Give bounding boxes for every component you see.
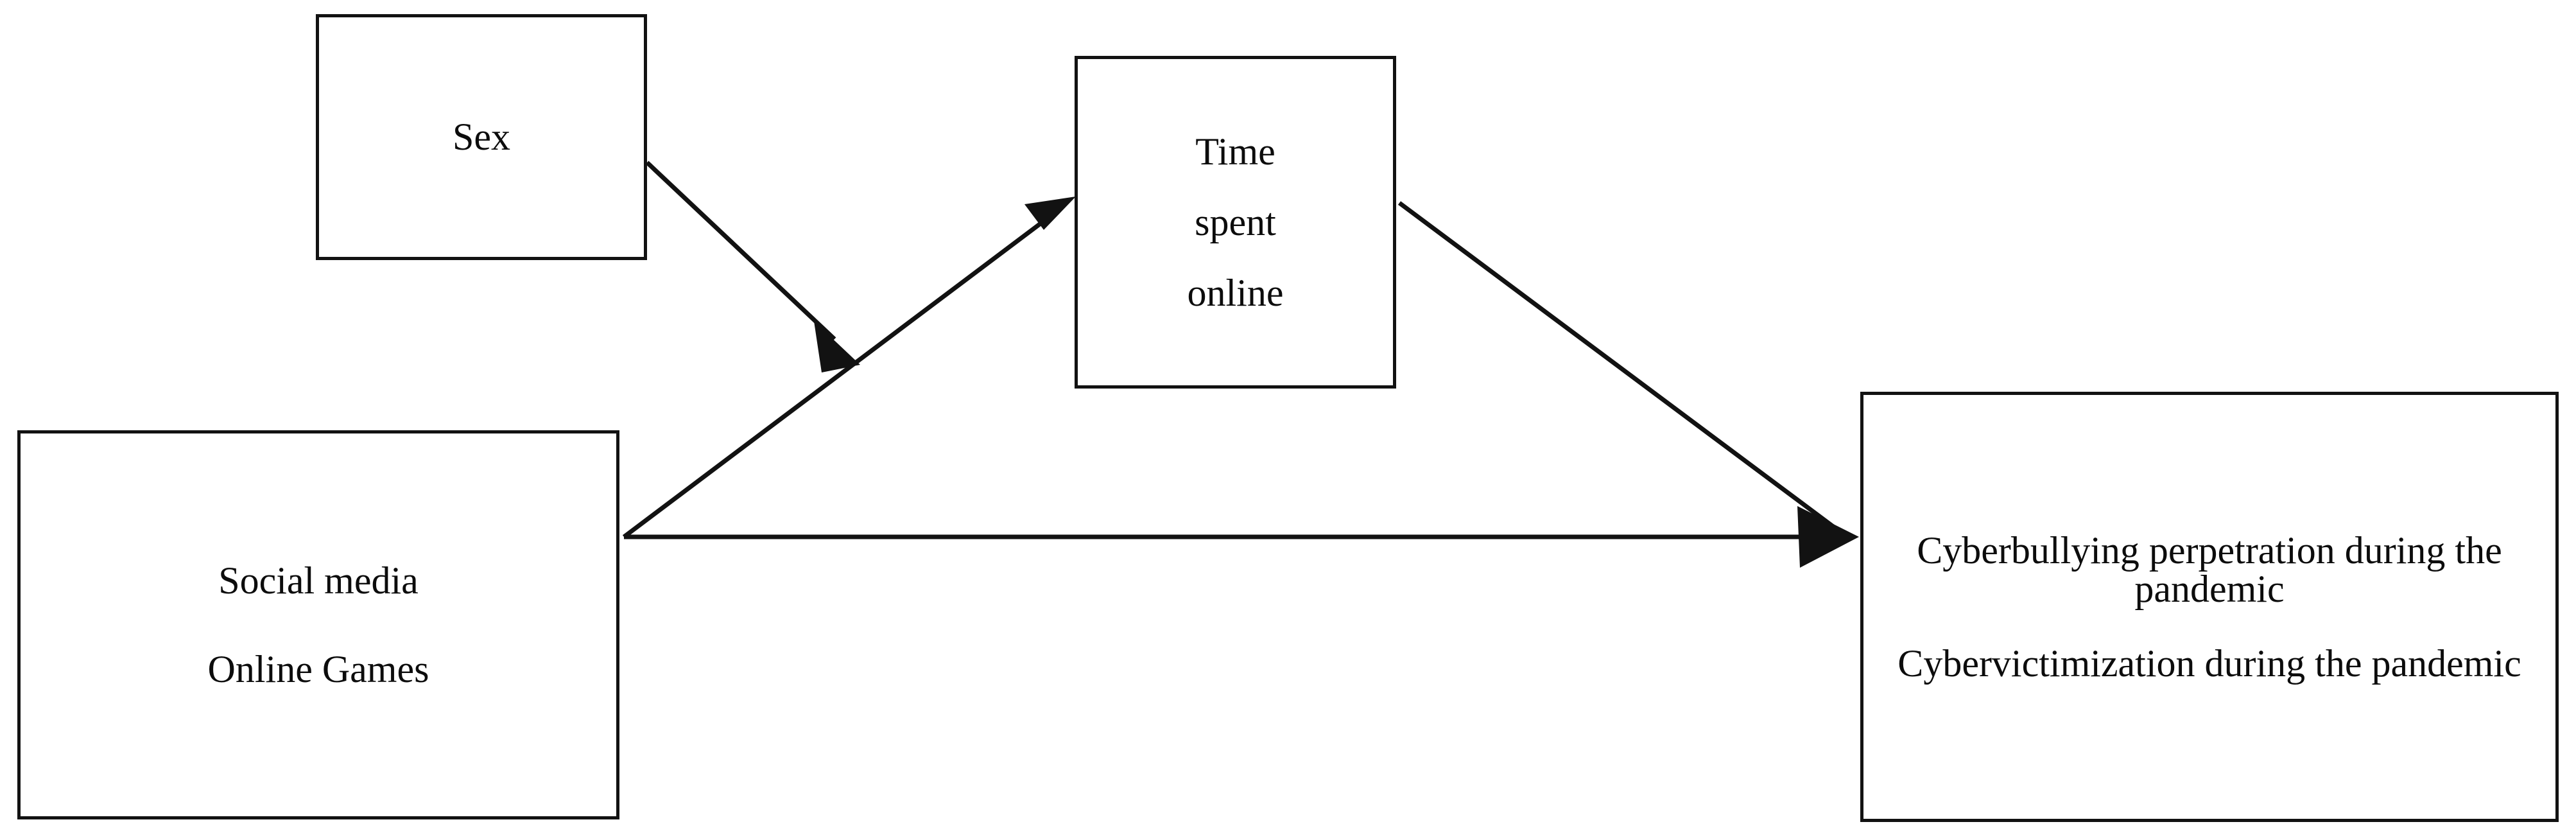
node-social-media-online-games[interactable]: Social media Online Games [17, 430, 619, 819]
node-time-line-3: online [1187, 272, 1284, 314]
node-sex[interactable]: Sex [316, 14, 647, 260]
edge-exposure-to-time [622, 197, 1076, 539]
node-time-line-1: Time [1195, 130, 1275, 173]
node-cyberbullying-outcomes[interactable]: Cyberbullying perpetration during the pa… [1860, 392, 2559, 822]
edge-sex-moderates-path [645, 161, 860, 372]
node-time-spent-online[interactable]: Time spent online [1075, 56, 1396, 389]
node-outcomes-line-1: Cyberbullying perpetration during the pa… [1917, 529, 2502, 610]
node-time-line-2: spent [1195, 201, 1276, 243]
node-exposure-line-2: Online Games [207, 648, 429, 690]
node-outcomes-line-2: Cybervictimization during the pandemic [1897, 642, 2521, 685]
node-sex-line-1: Sex [453, 116, 510, 158]
node-exposure-line-1: Social media [218, 559, 419, 602]
edge-time-to-outcomes [1397, 201, 1859, 568]
